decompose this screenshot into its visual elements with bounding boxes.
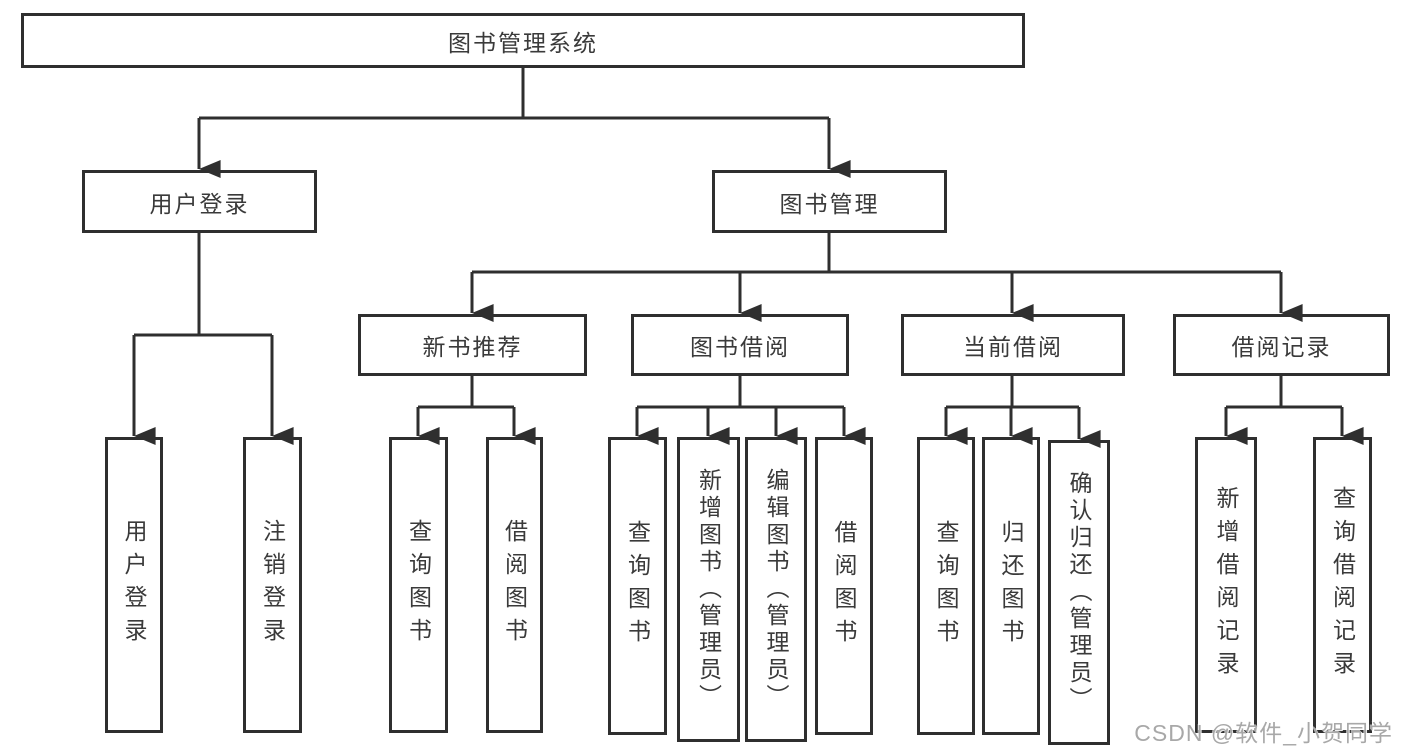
leaf-add-borrow-record-label: 新增借阅记录 (1213, 486, 1239, 684)
node-current-borrowing-label: 当前借阅 (963, 334, 1063, 360)
leaf-borrow-book-2-label: 借阅图书 (831, 520, 857, 652)
leaf-edit-book-admin-label: 编辑图书（管理员） (763, 468, 789, 711)
node-book-borrowing: 图书借阅 (631, 314, 849, 376)
leaf-confirm-return-admin-label: 确认归还（管理员） (1066, 471, 1092, 714)
node-book-management: 图书管理 (712, 170, 947, 233)
leaf-borrow-book-1: 借阅图书 (486, 437, 543, 733)
leaf-add-borrow-record: 新增借阅记录 (1195, 437, 1257, 733)
node-user-login: 用户登录 (82, 170, 317, 233)
node-new-book-recommend-label: 新书推荐 (422, 334, 523, 360)
leaf-return-book-label: 归还图书 (998, 520, 1024, 652)
leaf-query-borrow-record-label: 查询借阅记录 (1329, 486, 1356, 684)
leaf-query-book-3-label: 查询图书 (933, 520, 959, 652)
node-root-label: 图书管理系统 (448, 29, 598, 56)
leaf-query-book-1: 查询图书 (389, 437, 448, 733)
node-user-login-label: 用户登录 (149, 190, 250, 217)
leaf-user-login: 用户登录 (105, 437, 163, 733)
leaf-logout: 注销登录 (243, 437, 302, 733)
node-borrowing-records: 借阅记录 (1173, 314, 1390, 376)
node-book-borrowing-label: 图书借阅 (690, 334, 790, 360)
leaf-edit-book-admin: 编辑图书（管理员） (745, 437, 807, 742)
csdn-watermark: CSDN @软件_小贺同学 (1134, 720, 1393, 746)
leaf-query-book-2-label: 查询图书 (624, 520, 651, 652)
leaf-add-book-admin-label: 新增图书（管理员） (695, 468, 722, 711)
node-root: 图书管理系统 (21, 13, 1025, 68)
leaf-query-book-1-label: 查询图书 (405, 519, 432, 651)
leaf-user-login-label: 用户登录 (121, 519, 147, 651)
leaf-logout-label: 注销登录 (259, 519, 286, 651)
leaf-borrow-book-1-label: 借阅图书 (501, 519, 528, 651)
node-book-management-label: 图书管理 (779, 190, 880, 217)
leaf-return-book: 归还图书 (982, 437, 1040, 735)
node-current-borrowing: 当前借阅 (901, 314, 1125, 376)
leaf-confirm-return-admin: 确认归还（管理员） (1048, 440, 1110, 745)
node-borrowing-records-label: 借阅记录 (1231, 334, 1332, 360)
node-new-book-recommend: 新书推荐 (358, 314, 587, 376)
leaf-borrow-book-2: 借阅图书 (815, 437, 873, 735)
leaf-query-book-2: 查询图书 (608, 437, 667, 735)
leaf-query-book-3: 查询图书 (917, 437, 975, 735)
leaf-query-borrow-record: 查询借阅记录 (1313, 437, 1372, 733)
leaf-add-book-admin: 新增图书（管理员） (677, 437, 740, 742)
